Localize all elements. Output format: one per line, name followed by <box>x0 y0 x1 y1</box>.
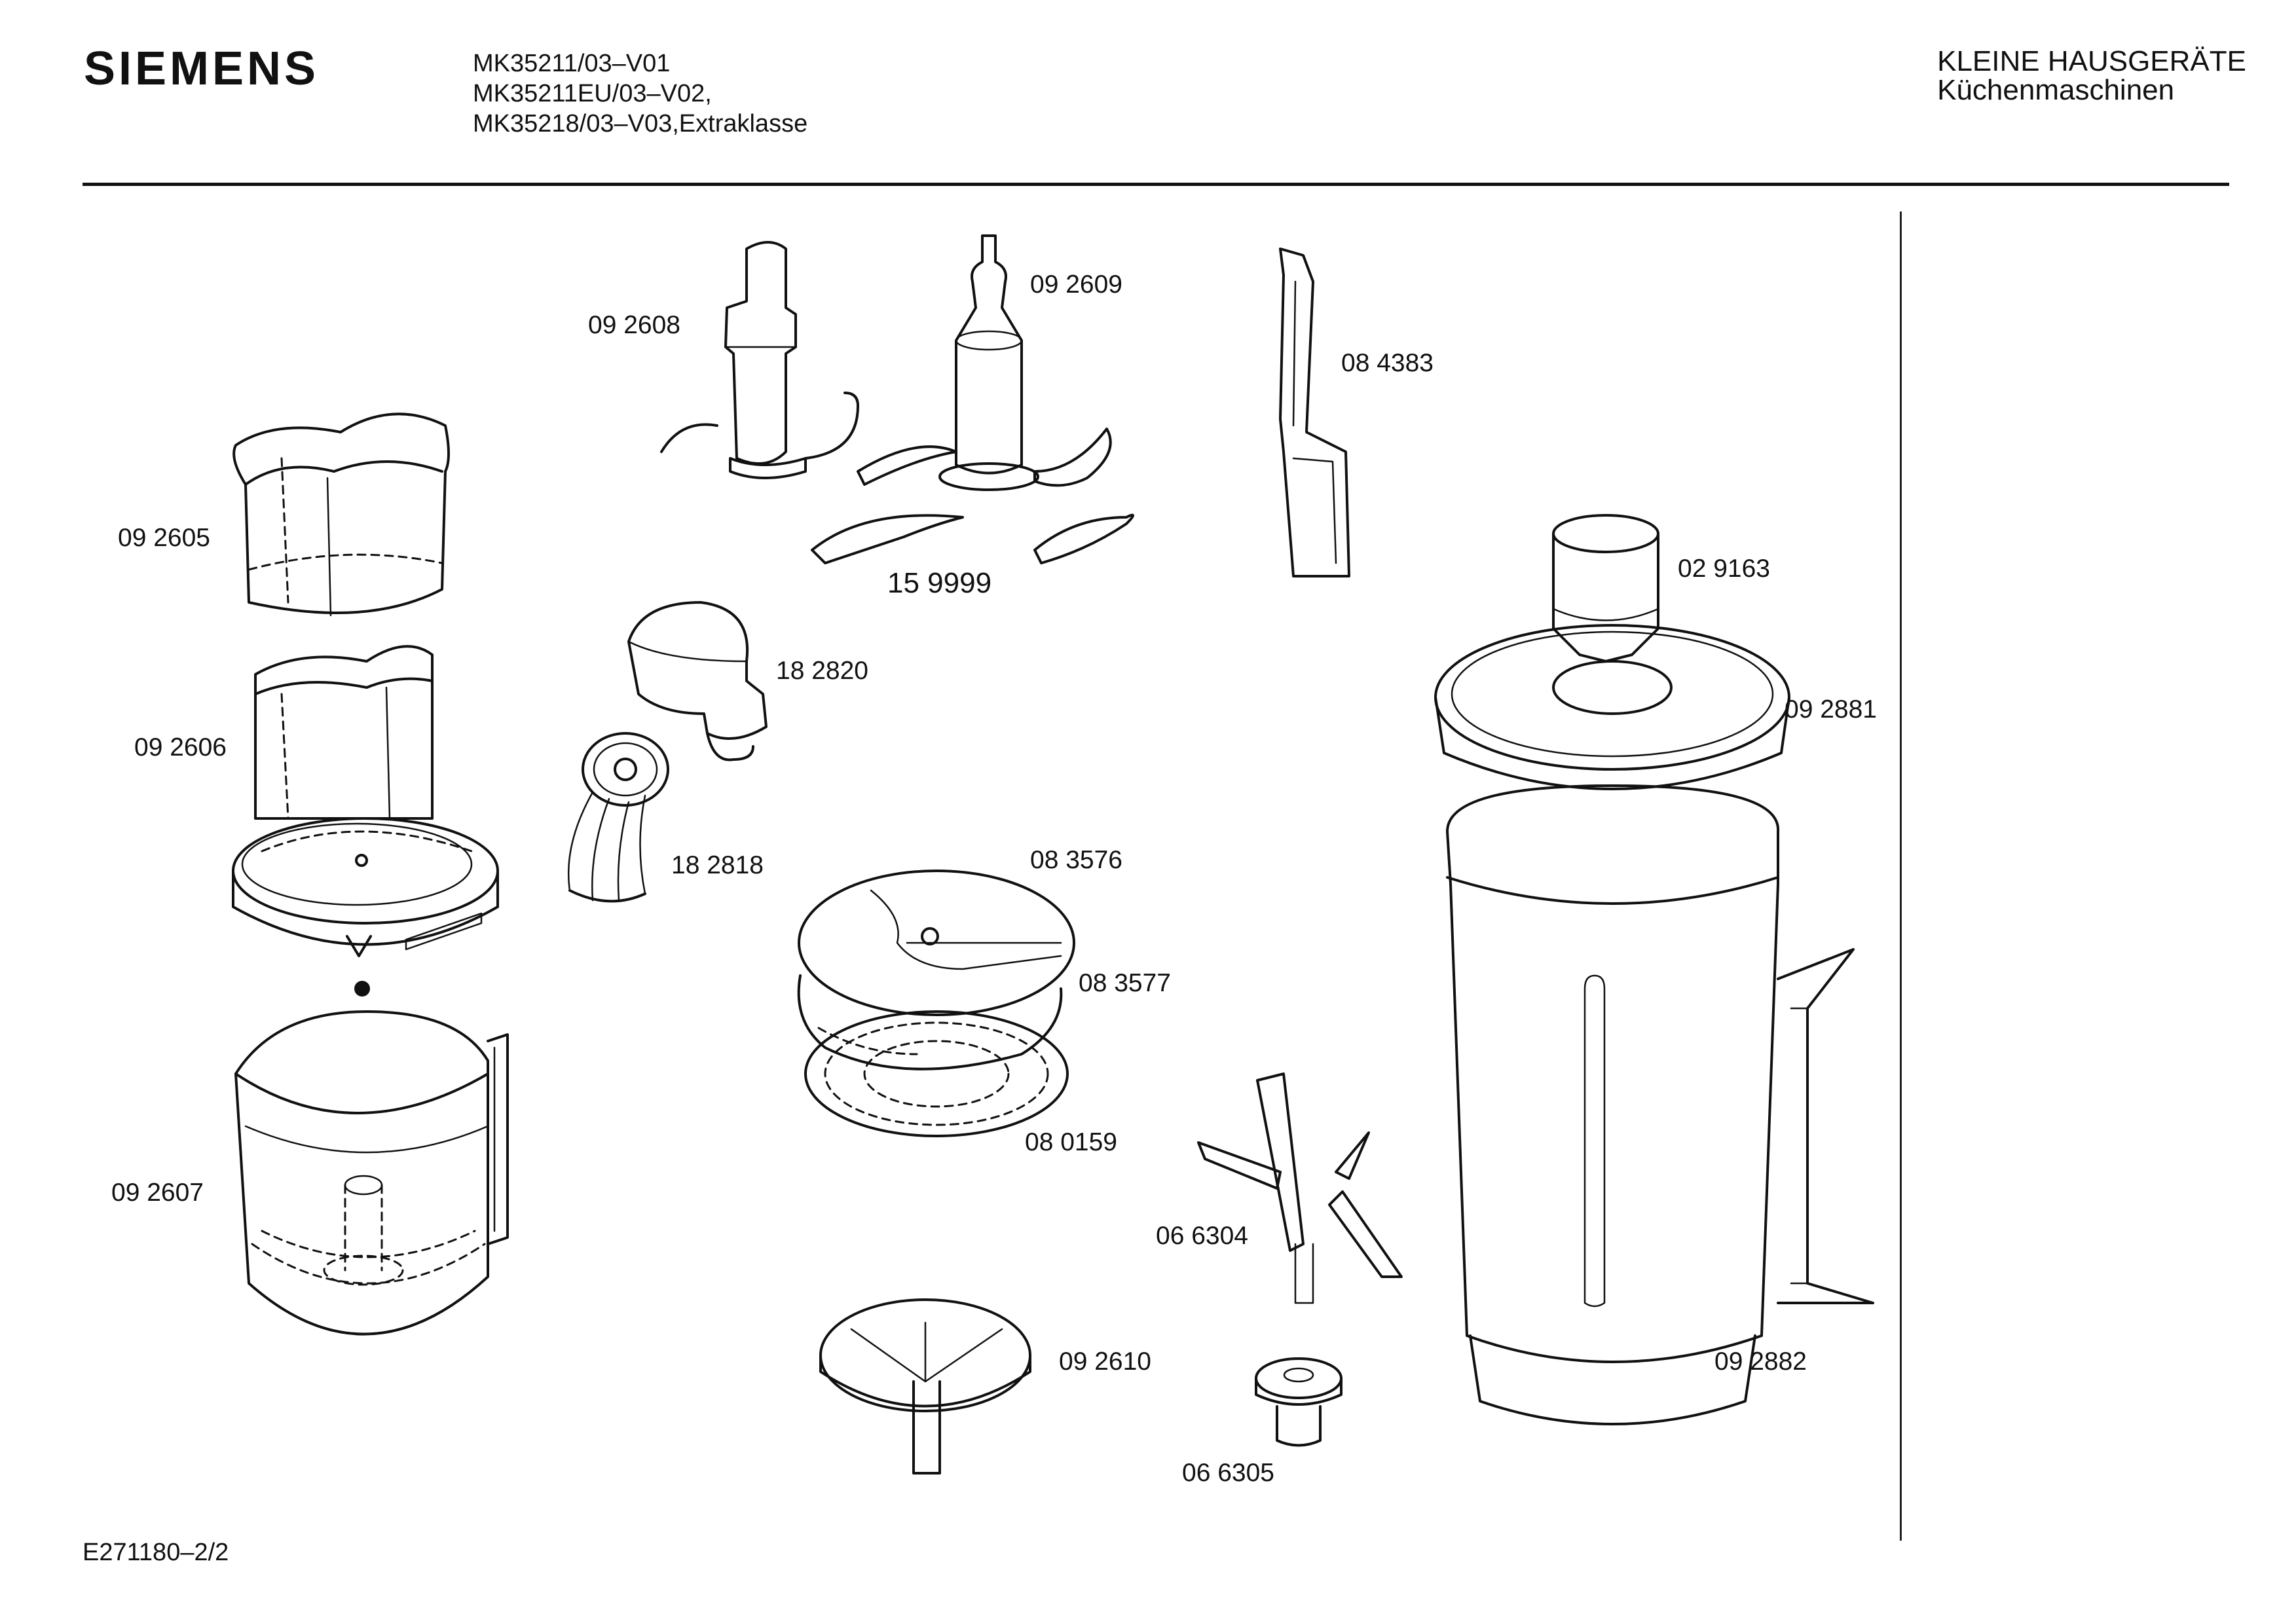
part-drawing-159999 <box>811 513 1134 564</box>
category-block: KLEINE HAUSGERÄTE Küchenmaschinen <box>1937 47 2246 105</box>
part-label-092607: 09 2607 <box>111 1179 204 1207</box>
model-list: MK35211/03–V01 MK35211EU/03–V02, MK35218… <box>473 48 807 139</box>
part-drawing-092608 <box>660 241 859 479</box>
part-label-092610: 09 2610 <box>1059 1347 1151 1376</box>
part-label-092609: 09 2609 <box>1030 270 1122 299</box>
part-label-066304: 06 6304 <box>1156 1222 1248 1250</box>
part-drawing-066304 <box>1197 1072 1403 1304</box>
part-drawing-182820 <box>627 601 768 761</box>
part-drawing-092609 <box>857 234 1112 491</box>
part-drawing-092610 <box>819 1298 1031 1475</box>
part-drawing-080159 <box>804 1010 1069 1137</box>
category-subtitle: Küchenmaschinen <box>1937 74 2175 106</box>
side-divider <box>1900 211 1902 1541</box>
part-drawing-092606 <box>232 645 499 997</box>
part-label-066305: 06 6305 <box>1182 1459 1274 1487</box>
part-label-029163: 02 9163 <box>1678 555 1770 583</box>
part-label-092881: 09 2881 <box>1785 695 1877 724</box>
part-drawing-092607 <box>234 1010 509 1336</box>
category-title: KLEINE HAUSGERÄTE <box>1937 45 2246 77</box>
document-code: E271180–2/2 <box>83 1539 229 1566</box>
part-drawing-083576 <box>798 870 1075 1016</box>
header-divider <box>83 183 2229 186</box>
part-label-080159: 08 0159 <box>1025 1128 1117 1156</box>
part-drawing-182818 <box>567 732 669 903</box>
part-label-092882: 09 2882 <box>1714 1347 1807 1376</box>
model-line-2: MK35211EU/03–V02, <box>473 80 712 107</box>
brand-logo: SIEMENS <box>84 43 320 95</box>
part-label-092606: 09 2606 <box>134 733 227 761</box>
part-label-182818: 18 2818 <box>671 851 764 879</box>
model-line-3: MK35218/03–V03,Extraklasse <box>473 110 808 137</box>
model-line-1: MK35211/03–V01 <box>473 50 671 77</box>
part-label-083576: 08 3576 <box>1030 846 1122 874</box>
part-label-182820: 18 2820 <box>776 657 868 685</box>
part-label-092605: 09 2605 <box>118 524 210 552</box>
part-drawing-083577 <box>797 974 1063 1071</box>
part-drawing-066305 <box>1255 1357 1342 1447</box>
part-drawing-092882 <box>1446 784 1874 1425</box>
part-label-084383: 08 4383 <box>1341 349 1434 377</box>
part-label-083577: 08 3577 <box>1079 969 1171 997</box>
part-drawing-029163 <box>1552 514 1659 663</box>
part-label-092608: 09 2608 <box>588 311 680 339</box>
part-drawing-092605 <box>232 412 450 617</box>
part-drawing-084383 <box>1279 247 1350 577</box>
part-label-159999: 15 9999 <box>887 567 992 599</box>
part-drawing-092881 <box>1434 624 1790 790</box>
